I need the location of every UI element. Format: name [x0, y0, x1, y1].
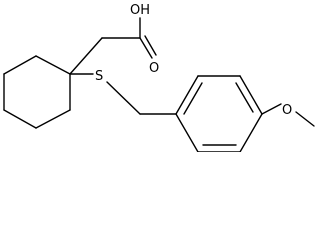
aryl-o-bond [261, 103, 282, 115]
ring-bond [35, 55, 71, 75]
o-ch3-bond [295, 111, 315, 127]
thioether-linker [69, 73, 177, 115]
ring-bond [3, 55, 37, 75]
ch2-bond [69, 37, 103, 75]
ring-bond [3, 109, 37, 129]
aromatic-double-bond [183, 82, 203, 115]
aromatic-double-bond [235, 82, 254, 113]
ring-bond [35, 109, 71, 129]
carbonyl-bond-double [144, 35, 157, 56]
ring-bond [175, 113, 199, 152]
sulfur-label: S [95, 69, 103, 84]
carbonyl-oxygen-label: O [149, 61, 159, 76]
cyclohexane-ring [3, 55, 71, 129]
methoxy-oxygen-label: O [282, 103, 292, 118]
ring-bond [175, 75, 199, 115]
hydroxyl-label: OH [130, 3, 150, 18]
ring-bond [239, 75, 263, 115]
methoxy-group [261, 103, 315, 127]
carbonyl-bond [139, 37, 153, 59]
benzene-ring [175, 75, 263, 152]
ring-bond [239, 113, 263, 152]
chemical-structure: OH O S O [3, 3, 315, 152]
s-ch2-bond [106, 81, 141, 115]
carboxymethyl-group [69, 17, 157, 75]
structure-canvas: OH O S O [3, 3, 315, 152]
